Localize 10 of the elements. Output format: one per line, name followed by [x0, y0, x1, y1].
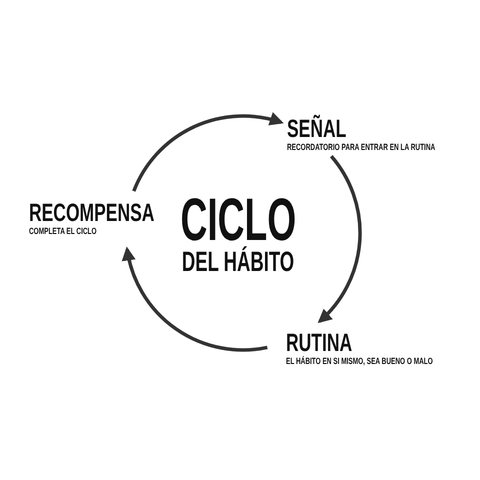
cycle-arrow — [122, 246, 268, 352]
cycle-arrow — [318, 155, 362, 324]
stage-heading: RECOMPENSA — [29, 200, 154, 226]
title: DEL HÁBITO — [182, 248, 294, 276]
stage-description: RECORDATORIO PARA ENTRAR EN LA RUTINA — [287, 142, 436, 153]
cycle-arrow — [132, 112, 284, 192]
stage-description: EL HÁBITO EN SI MISMO, SEA BUENO O MALO — [286, 356, 433, 367]
stage-heading: RUTINA — [286, 330, 352, 356]
stage-description: COMPLETA EL CICLO — [29, 226, 97, 237]
stage-heading: SEÑAL — [287, 116, 346, 142]
